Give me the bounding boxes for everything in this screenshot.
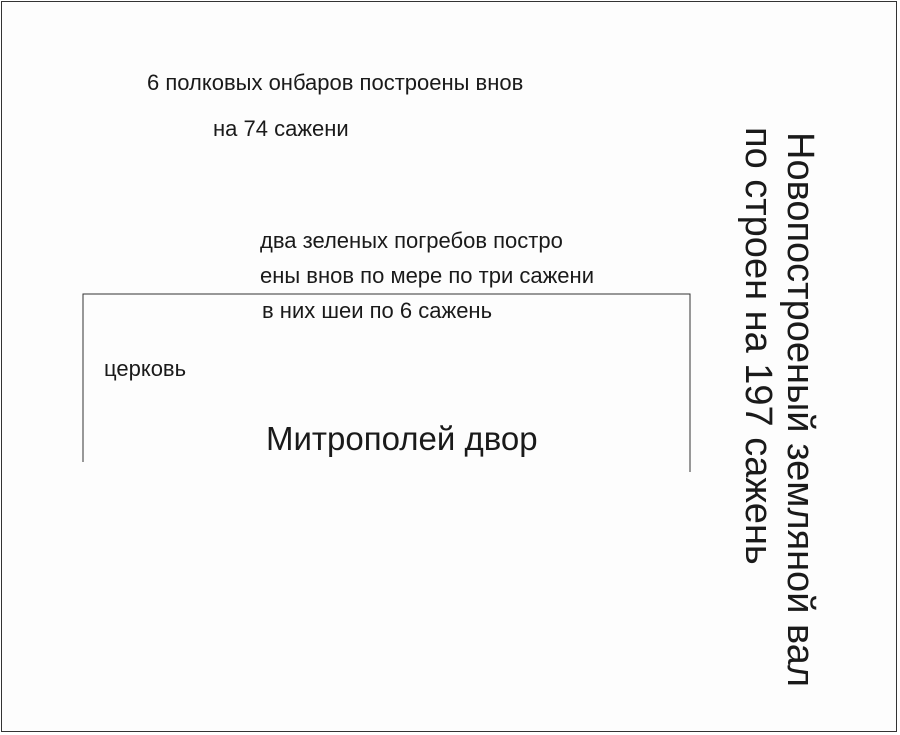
granaries-label-line-1: 6 полковых онбаров построены внов — [147, 70, 524, 95]
granaries-label-line-2: на 74 сажени — [213, 116, 349, 141]
cellars-label-line-2: ены внов по мере по три сажени — [260, 263, 594, 288]
rampart-label-line-1: Новопостроеный земляной вал — [779, 132, 821, 688]
cellars-label-line-1: два зеленых погребов постро — [260, 228, 563, 253]
cellars-label-line-3: в них шеи по 6 сажень — [262, 298, 493, 323]
courtyard-label: Митрополей двор — [266, 420, 538, 457]
church-label: церковь — [104, 356, 187, 381]
rampart-label-line-2: по строен на 197 сажень — [737, 127, 779, 565]
